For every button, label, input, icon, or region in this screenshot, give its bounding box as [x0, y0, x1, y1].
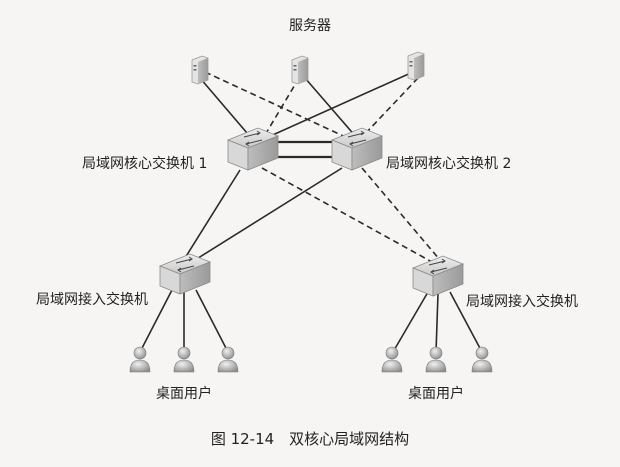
link-access-right-user1 [392, 291, 429, 353]
switch-arrows-icon [347, 130, 367, 147]
link-server2-core1 [261, 77, 300, 141]
user-left-1 [129, 346, 151, 373]
core-switch-2-label: 局域网核心交换机 2 [386, 155, 511, 172]
user-icon [177, 346, 191, 360]
link-server3-core2 [362, 77, 419, 137]
user-right-3 [471, 346, 493, 373]
user-icon [429, 346, 443, 360]
user-right-1 [381, 346, 403, 373]
user-icon [475, 346, 489, 360]
link-core1-access-left [184, 169, 241, 259]
servers-label: 服务器 [289, 18, 331, 34]
user-icon [385, 346, 399, 360]
user-right-2 [425, 346, 447, 373]
user-left-2 [173, 346, 195, 373]
core-switch-2 [330, 127, 384, 171]
desktop-users-left-label: 桌面用户 [156, 385, 212, 402]
core-switch-1-label: 局域网核心交换机 1 [82, 155, 207, 172]
link-access-left-user3 [195, 289, 229, 353]
access-switch-left [158, 253, 212, 295]
link-core2-access-left [194, 167, 343, 261]
desktop-users-right-label: 桌面用户 [408, 385, 464, 402]
figure-caption: 图 12-14 双核心局域网结构 [211, 430, 409, 448]
user-icon [133, 346, 147, 360]
server-3 [407, 51, 425, 81]
link-server1-core2 [204, 71, 353, 141]
switch-arrows-icon [175, 256, 195, 273]
link-core1-access-right [261, 167, 433, 263]
server-links [199, 71, 419, 141]
link-access-right-user3 [449, 291, 483, 353]
link-server3-core1 [265, 71, 414, 139]
core-links [275, 140, 335, 159]
link-access-right-user2 [435, 293, 439, 353]
switch-arrows-icon [428, 258, 448, 275]
switch-arrows-icon [243, 130, 263, 147]
access-switch-right-label: 局域网接入交换机 [466, 293, 578, 310]
access-switch-right [411, 255, 465, 297]
access-links [184, 167, 441, 263]
link-access-left-user1 [139, 289, 173, 353]
link-server1-core1 [199, 77, 254, 141]
access-switch-left-label: 局域网接入交换机 [36, 291, 148, 308]
user-icon [221, 346, 235, 360]
server-2 [291, 55, 309, 85]
link-core2-access-right [361, 167, 441, 261]
core-switch-1 [226, 127, 280, 171]
server-1 [191, 55, 209, 85]
user-links [139, 289, 483, 353]
user-left-3 [217, 346, 239, 373]
